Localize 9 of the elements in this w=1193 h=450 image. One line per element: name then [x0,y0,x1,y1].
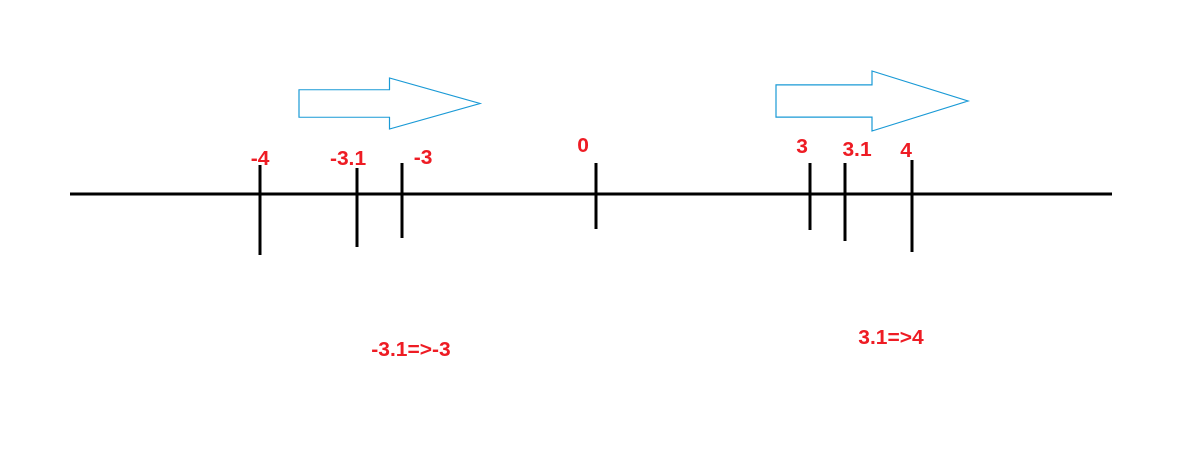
tick-label: -3.1 [329,146,367,168]
rounding-note: 3.1=>4 [858,325,924,347]
tick-label: 0 [577,133,589,155]
tick-label: 3.1 [842,137,872,159]
tick-label: -4 [250,146,270,168]
rounding-note: -3.1=>-3 [371,337,451,359]
tick-label: 4 [900,138,912,160]
tick-label: 3 [796,134,808,156]
tick-label: -3 [413,145,433,167]
